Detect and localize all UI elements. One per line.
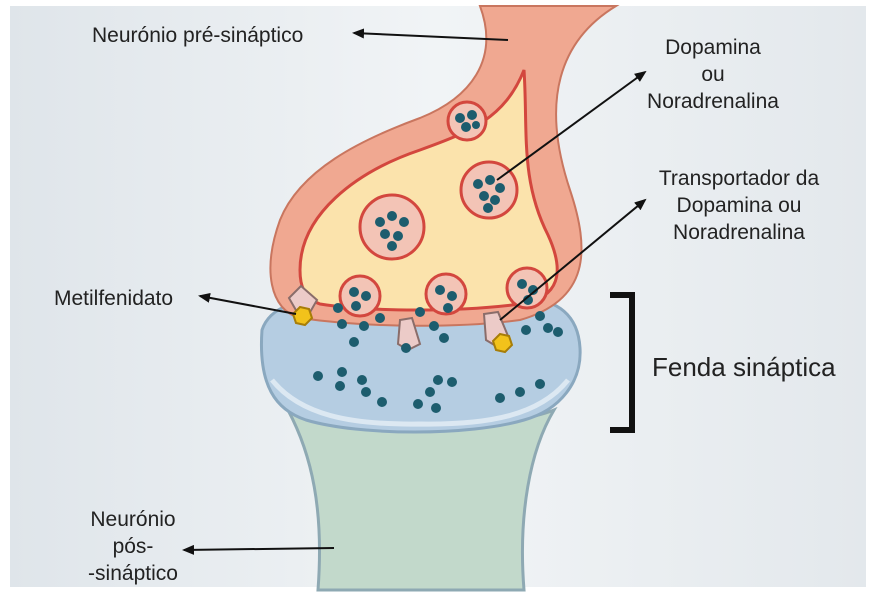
label-transporter-line-3: Noradrenalina [636, 219, 842, 246]
label-postsynaptic-line-2: pós- [74, 533, 192, 560]
label-postsynaptic-line-3: -sináptico [74, 560, 192, 587]
label-dopamine-line-3: Noradrenalina [628, 88, 798, 115]
label-transporter-line-2: Dopamina ou [636, 192, 842, 219]
vesicle [448, 102, 486, 140]
label-postsynaptic-line-1: Neurónio [74, 506, 192, 533]
label-presynaptic-neuron: Neurónio pré-sináptico [92, 22, 303, 49]
vesicle [360, 195, 424, 259]
fusing-vesicle [340, 276, 380, 316]
label-dopamine-line-2: ou [628, 61, 798, 88]
label-postsynaptic: Neurónio pós- -sináptico [74, 506, 192, 587]
label-dopamine-line-1: Dopamina [628, 34, 798, 61]
postsynaptic-neuron [288, 410, 554, 590]
label-synaptic-cleft: Fenda sináptica [652, 352, 836, 382]
label-methylphenidate: Metilfenidato [54, 285, 173, 312]
label-transporter: Transportador da Dopamina ou Noradrenali… [636, 165, 842, 246]
label-dopamine: Dopamina ou Noradrenalina [628, 34, 798, 115]
label-transporter-line-1: Transportador da [636, 165, 842, 192]
